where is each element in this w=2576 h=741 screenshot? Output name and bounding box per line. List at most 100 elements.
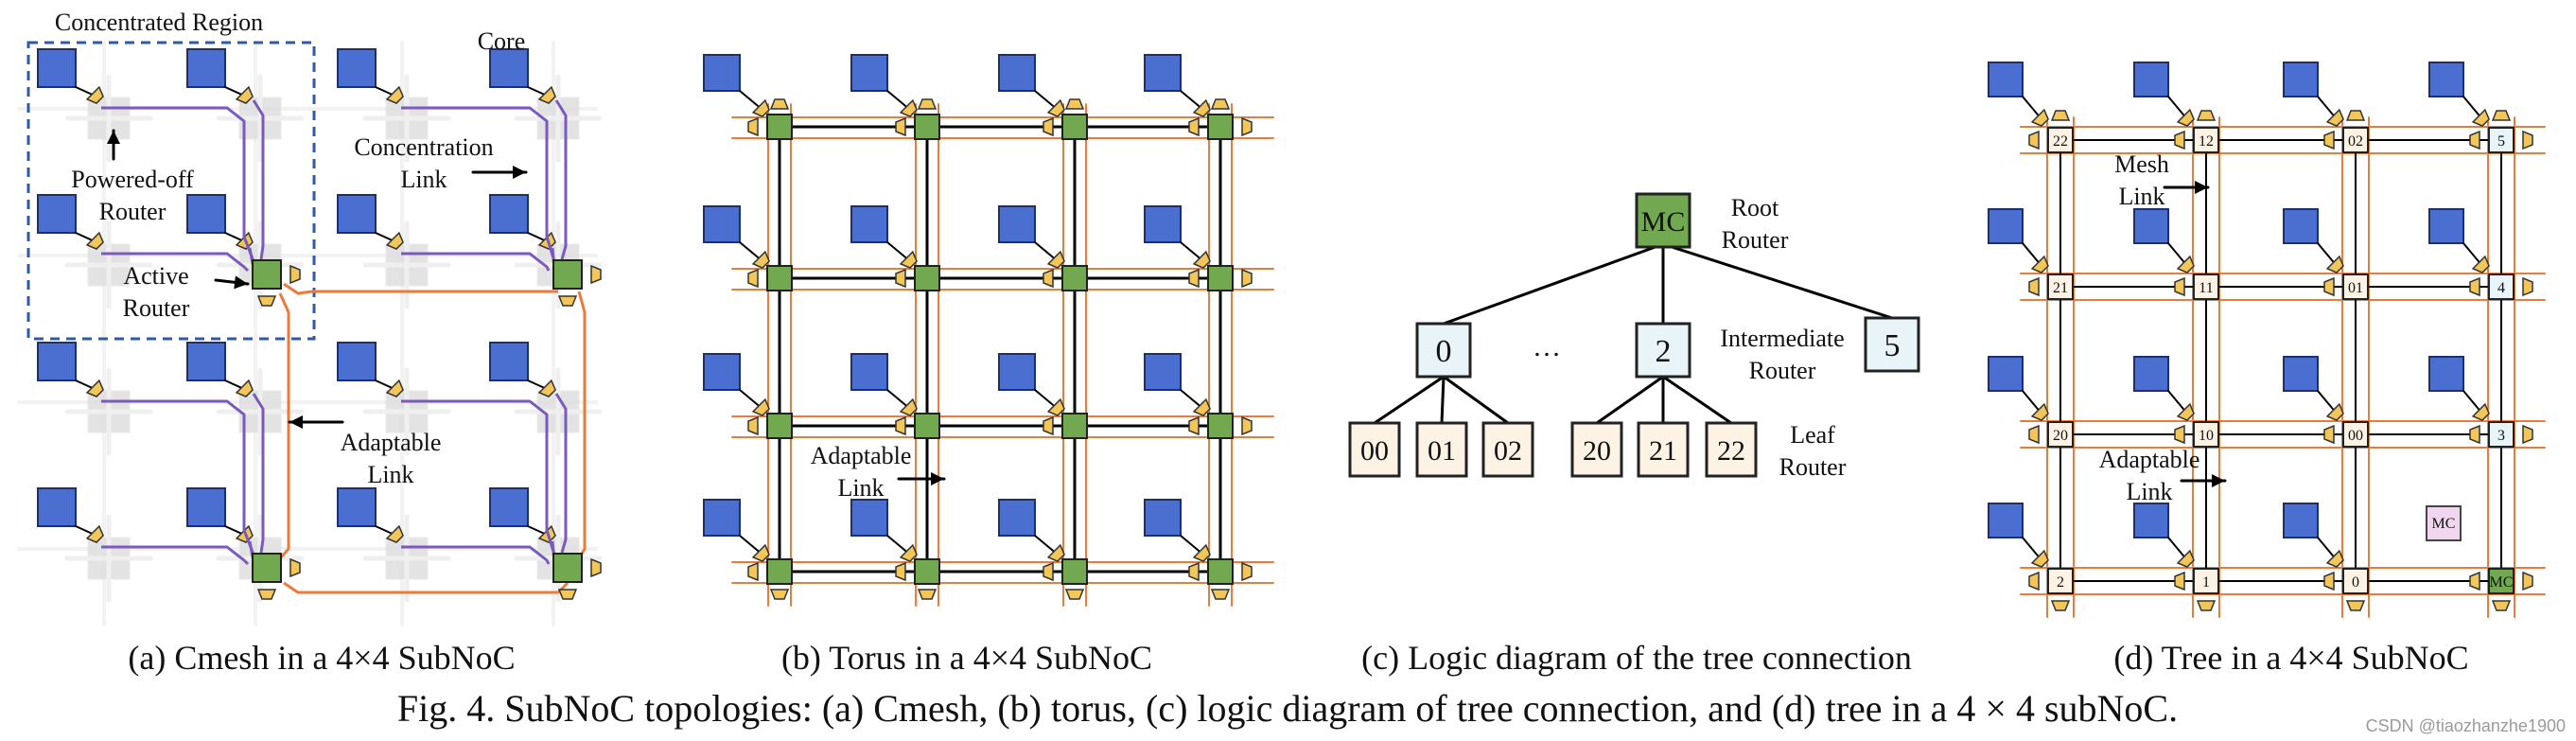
- core-interface: [2325, 402, 2344, 421]
- core-interface: [2471, 255, 2490, 273]
- ni-body: [1043, 415, 1054, 436]
- ni-body: [2471, 402, 2490, 421]
- tree-router-label: 20: [2053, 428, 2068, 444]
- tree-router-label: 0: [2352, 574, 2359, 591]
- core-interface: [899, 98, 918, 117]
- ni-body: [2323, 130, 2335, 150]
- router: [766, 558, 793, 585]
- ni-body: [751, 98, 770, 117]
- router: [914, 413, 940, 439]
- core-block: [2133, 62, 2169, 97]
- root-label: MC: [1641, 206, 1686, 238]
- core-block: [37, 342, 77, 381]
- concentration-link: [101, 545, 250, 566]
- core-interface: [2176, 108, 2195, 127]
- ni-body: [1064, 98, 1085, 110]
- router-interface: [747, 268, 759, 289]
- leaf-router: [1481, 421, 1534, 478]
- ni-body: [2522, 130, 2533, 150]
- concentration-link: [252, 393, 265, 554]
- router-interface: [2469, 130, 2480, 150]
- ellipsis: …: [1533, 331, 1561, 362]
- ni-body: [537, 85, 556, 104]
- core-block: [2133, 356, 2169, 392]
- router-interface: [557, 589, 578, 600]
- label-concentration-0: Concentration: [354, 133, 493, 161]
- ni-body: [2176, 549, 2195, 568]
- powered-off-router: [216, 367, 305, 456]
- core-block: [850, 205, 888, 243]
- tree-router-label: 2: [2057, 574, 2064, 591]
- caption-a: (a) Cmesh in a 4×4 SubNoC: [128, 639, 515, 677]
- panel-cmesh: Concentrated RegionCorePowered-offRouter…: [17, 9, 603, 626]
- router: [1207, 114, 1234, 140]
- intermediate-router: [1415, 322, 1472, 379]
- ni-body: [2174, 276, 2185, 297]
- core-interface: [1192, 98, 1211, 117]
- tree-router: [2047, 127, 2074, 153]
- core-interface: [1192, 397, 1211, 416]
- ni-body: [899, 543, 918, 562]
- router-interface: [2050, 110, 2071, 121]
- core-interface: [899, 250, 918, 269]
- router-interface: [2028, 571, 2040, 591]
- ni-body: [751, 250, 770, 269]
- ni-body: [2050, 600, 2071, 611]
- ni-body: [2323, 571, 2335, 591]
- ni-body: [2174, 571, 2185, 591]
- router-interface: [2174, 571, 2185, 591]
- core-interface: [2471, 402, 2490, 421]
- core-interface: [1046, 250, 1065, 269]
- ni-body: [2325, 549, 2344, 568]
- ni-body: [1043, 116, 1054, 137]
- router-interface: [747, 116, 759, 137]
- ni-body: [1064, 589, 1085, 600]
- mc-core: [2426, 505, 2462, 541]
- tree-router: [2342, 568, 2369, 594]
- tree-edge: [1440, 375, 1446, 425]
- core-block: [186, 342, 226, 381]
- router-interface: [1188, 268, 1200, 289]
- adaptable-link: [278, 292, 290, 560]
- router-interface: [917, 589, 938, 600]
- tree-edge: [1661, 375, 1733, 425]
- core-interface: [751, 397, 770, 416]
- ni-body: [917, 98, 938, 110]
- core-block: [1988, 62, 2024, 97]
- ni-body: [2196, 600, 2217, 611]
- ni-body: [1241, 268, 1253, 289]
- ni-body: [2323, 276, 2335, 297]
- ni-body: [899, 98, 918, 117]
- router-interface: [1210, 98, 1231, 110]
- core-interface: [85, 231, 104, 250]
- ni-body: [1241, 415, 1253, 436]
- ni-body: [1192, 397, 1211, 416]
- leaf-label: 02: [1494, 435, 1522, 467]
- core-block: [2428, 356, 2464, 392]
- caption-b: (b) Torus in a 4×4 SubNoC: [781, 639, 1152, 677]
- label-root-router-0: Root: [1731, 194, 1779, 221]
- ni-body: [1192, 98, 1211, 117]
- tree-router-label: MC: [2490, 574, 2514, 591]
- core-block: [186, 487, 226, 527]
- router-interface: [769, 98, 790, 110]
- tree-router: [2047, 568, 2074, 594]
- ni-body: [2522, 571, 2533, 591]
- router-interface: [2174, 424, 2185, 445]
- tree-router-label: 02: [2348, 133, 2363, 150]
- router-interface: [2469, 424, 2480, 445]
- router-interface: [2522, 571, 2533, 591]
- router: [1207, 413, 1234, 439]
- leaf-router: [1415, 421, 1468, 478]
- ni-body: [751, 543, 770, 562]
- core-interface: [1192, 250, 1211, 269]
- ni-body: [235, 379, 254, 397]
- core-block: [998, 499, 1036, 537]
- adaptable-link: [283, 581, 570, 594]
- tree-router: [2342, 127, 2369, 153]
- concentration-link: [401, 545, 551, 565]
- ni-body: [917, 589, 938, 600]
- ni-body: [747, 268, 759, 289]
- router-interface: [1210, 589, 1231, 600]
